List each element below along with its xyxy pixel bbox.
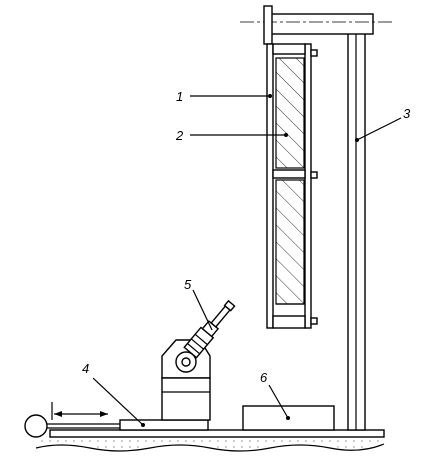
label-3: 3 xyxy=(403,106,411,121)
label-1: 1 xyxy=(176,89,183,104)
label-5: 5 xyxy=(184,277,192,292)
top-arm xyxy=(240,5,395,45)
base-plate xyxy=(49,429,385,438)
carriage xyxy=(24,402,209,438)
specimen-frame xyxy=(266,43,318,329)
gun-assembly xyxy=(161,299,236,421)
column xyxy=(347,31,366,431)
specimen-panels xyxy=(275,57,305,305)
label-2: 2 xyxy=(175,128,184,143)
leaders xyxy=(92,95,402,427)
ground xyxy=(35,434,385,452)
label-4: 4 xyxy=(82,361,89,376)
label-6: 6 xyxy=(260,370,268,385)
